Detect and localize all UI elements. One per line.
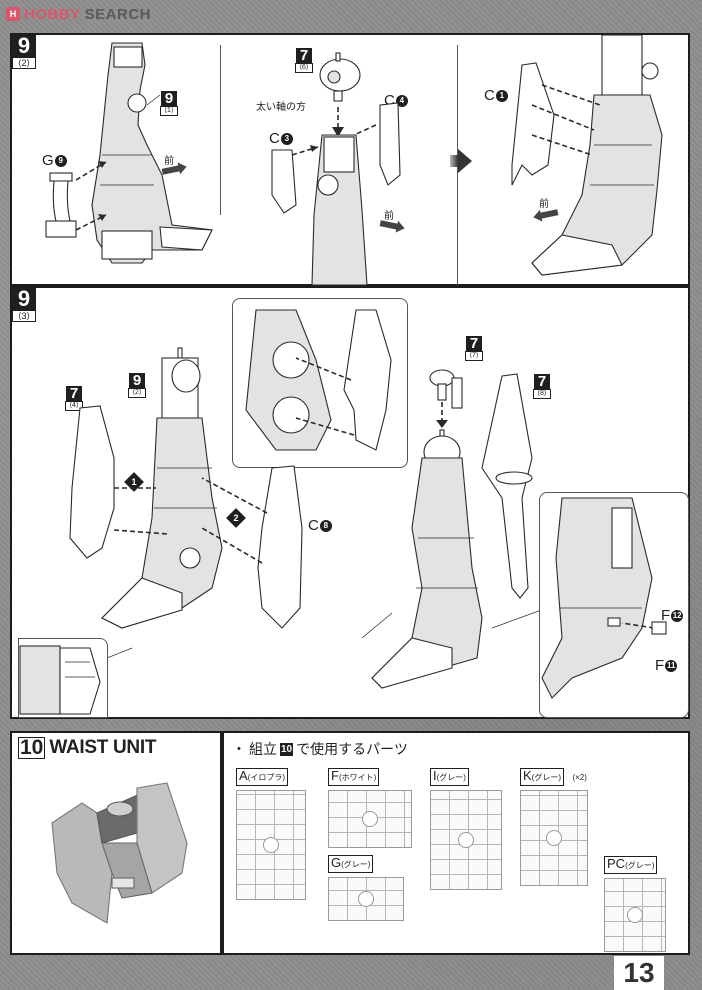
step-9-2-panel: 9 ⟨2⟩ 9 ⟨1⟩ G 9 前 7 ⟨6⟩ 太い軸の方 C 4 xyxy=(10,33,690,286)
detail-inset-drawing xyxy=(19,645,101,715)
leg-assembly-drawing xyxy=(45,42,213,264)
reference-badge: 7 ⟨6⟩ xyxy=(295,48,313,73)
runner-pc-sprue xyxy=(604,878,666,952)
lower-leg-drawing xyxy=(511,34,663,276)
step-number: 9 xyxy=(12,35,36,57)
runner-quantity: (×2) xyxy=(572,773,587,782)
step-9-3-panel: 9 ⟨3⟩ 7 ⟨4⟩ 9 ⟨2⟩ 1 2 C 8 xyxy=(10,286,690,719)
runner-a: A(イロプラ) xyxy=(236,767,306,900)
step-number: 10 xyxy=(18,736,46,759)
step-number: 9 xyxy=(12,288,36,310)
runner-pc: PC(グレー) xyxy=(604,855,666,952)
leg-armor-assembly-drawing xyxy=(69,347,303,669)
part-label-c8: C 8 xyxy=(308,517,332,534)
note-thick-shaft-side: 太い軸の方 xyxy=(256,102,306,113)
runner-f-sprue xyxy=(328,790,412,848)
panel-divider xyxy=(220,45,221,215)
step-10-title-panel: 10 WAIST UNIT xyxy=(10,731,222,955)
runner-g: G(グレー) xyxy=(328,854,404,921)
step-title: WAIST UNIT xyxy=(49,737,157,758)
waist-unit-render xyxy=(51,782,188,924)
reference-badge: 7 ⟨4⟩ xyxy=(65,386,83,411)
reference-badge: 9 ⟨2⟩ xyxy=(128,373,146,398)
detail-right-drawing xyxy=(541,497,667,699)
reference-badge: 9 ⟨1⟩ xyxy=(160,91,178,116)
part-label-c3: C 3 xyxy=(269,130,293,147)
brand-logo-icon: H xyxy=(6,7,20,21)
knee-assembly-drawing xyxy=(271,52,401,286)
brand-name-search: SEARCH xyxy=(84,5,152,23)
front-label: 前 xyxy=(539,199,549,210)
next-arrow-stem xyxy=(450,155,458,167)
front-label: 前 xyxy=(164,156,174,167)
runner-a-sprue xyxy=(236,790,306,900)
runner-k: K(グレー) (×2) xyxy=(520,767,588,886)
step-10-parts-panel: ・ 組立 10 で使用するパーツ A(イロプラ) F(ホワイト) G(グレー) … xyxy=(222,731,690,955)
part-label-c1: C 1 xyxy=(484,87,508,104)
runner-g-sprue xyxy=(328,877,404,921)
page-number: 13 xyxy=(614,956,664,990)
part-label-c4: C 4 xyxy=(384,92,408,109)
runner-k-sprue xyxy=(520,790,588,886)
reference-badge: 7 ⟨7⟩ xyxy=(465,336,483,361)
runner-f: F(ホワイト) xyxy=(328,767,412,848)
watermark: H HOBBY SEARCH xyxy=(6,4,151,24)
front-label: 前 xyxy=(384,211,394,222)
step-substep: ⟨2⟩ xyxy=(12,57,36,69)
next-step-arrow-icon xyxy=(458,149,472,173)
runner-i-sprue xyxy=(430,790,502,890)
part-label-f12: F 12 xyxy=(661,607,684,624)
step-badge: 9 ⟨2⟩ xyxy=(12,35,36,69)
part-label-f11: F 11 xyxy=(655,657,678,674)
brand-name-hobby: HOBBY xyxy=(24,5,81,23)
step-substep: ⟨3⟩ xyxy=(12,310,36,322)
parts-heading: ・ 組立 10 で使用するパーツ xyxy=(232,741,408,757)
part-label-g9: G 9 xyxy=(42,152,67,169)
runner-i: I(グレー) xyxy=(430,767,502,890)
step-badge: 9 ⟨3⟩ xyxy=(12,288,36,322)
detail-callout-drawing xyxy=(245,309,392,451)
reference-badge: 7 ⟨8⟩ xyxy=(533,374,551,399)
step-10-title: 10 WAIST UNIT xyxy=(18,737,156,759)
completed-leg-drawing xyxy=(361,369,548,689)
